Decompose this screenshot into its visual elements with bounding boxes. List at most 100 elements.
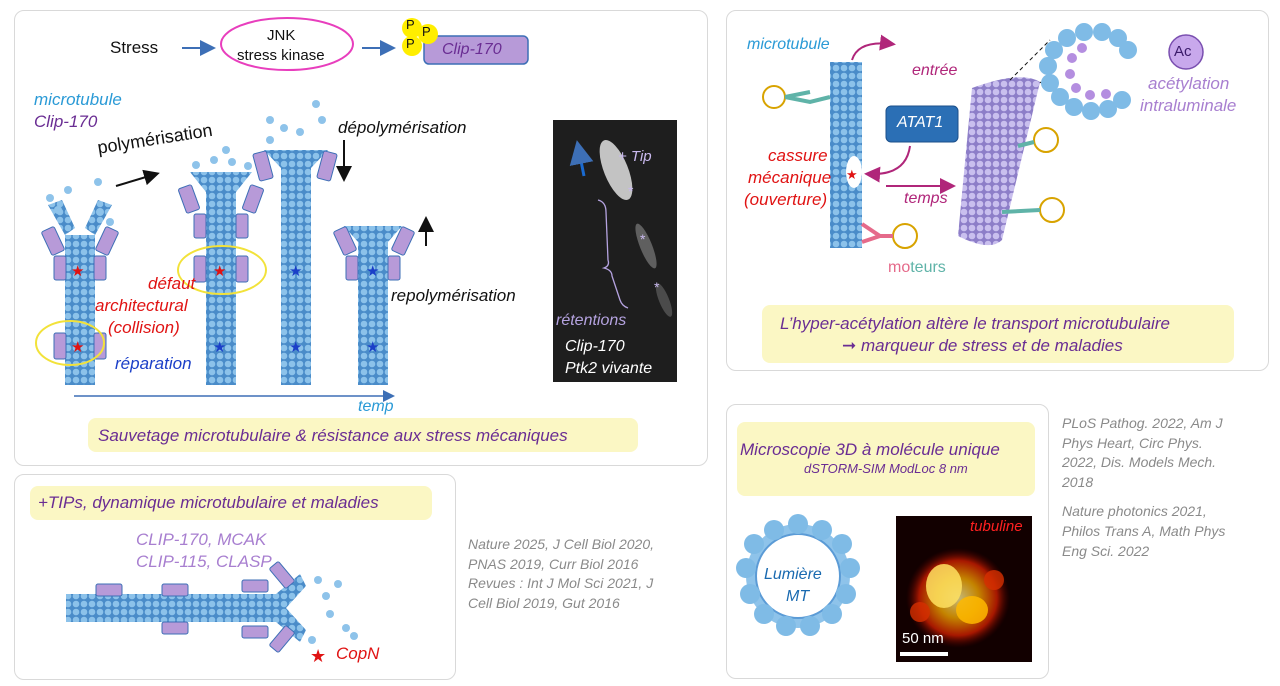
clip170-image-label: Clip-170	[565, 338, 625, 355]
atat1-box	[885, 105, 959, 143]
ref-line: Phys Heart, Circ Phys.	[1062, 434, 1203, 451]
legend-clip170: Clip-170	[34, 112, 98, 131]
ref-line: Cell Biol 2019, Gut 2016	[468, 594, 620, 611]
ref-line: 2022, Dis. Models Mech.	[1062, 454, 1217, 471]
atat1-label: ATAT1	[897, 114, 944, 131]
ref-line: 2018	[1062, 473, 1094, 490]
copn-star: ★	[310, 646, 326, 666]
moteurs-label: moteurs	[888, 259, 946, 277]
legend-microtubule: microtubule	[34, 90, 122, 109]
jnk-label: JNK	[267, 27, 296, 44]
arrow-entree	[851, 34, 896, 61]
repair-star: ★	[366, 339, 379, 356]
depolymerisation-label: dépolymérisation	[338, 118, 467, 137]
clip170-live-image: * * *	[553, 120, 677, 382]
scale-bar-label: 50 nm	[902, 630, 944, 647]
stress-kinase-label: stress kinase	[237, 47, 325, 64]
ref-line: Nature 2025, J Cell Biol 2020,	[468, 536, 654, 552]
ac-label: Ac	[1174, 43, 1192, 60]
reparation-label: réparation	[115, 354, 192, 373]
tips-line1: CLIP-170, MCAK	[136, 530, 267, 549]
lumiere-ring	[746, 524, 850, 628]
tip-label: + Tip	[618, 148, 652, 165]
repolymerisation-label: repolymérisation	[391, 286, 516, 305]
acetylation-label: acétylation	[1148, 74, 1230, 93]
retentions-label: rétentions	[556, 312, 627, 329]
jnk-ellipse	[220, 17, 354, 71]
highlight-ellipse	[35, 320, 105, 366]
title-box-microscopy	[737, 422, 1035, 496]
stress-label: Stress	[110, 38, 159, 57]
acetylation-microtubule: ★	[762, 62, 918, 249]
acetylation-caption-line1: L’hyper-acétylation altère le transport …	[780, 314, 1170, 333]
ref-line: Nature photonics 2021,	[1062, 503, 1207, 520]
mecanique-label: mécanique	[748, 168, 832, 187]
microscopy-subtitle: dSTORM-SIM ModLoc 8 nm	[804, 461, 968, 476]
phospho-label: P	[406, 36, 415, 51]
repair-star: ★	[289, 263, 302, 280]
svg-text:*: *	[654, 279, 660, 295]
cassure-label: cassure	[768, 146, 828, 165]
repair-star: ★	[213, 339, 226, 356]
ref-line: PNAS 2019, Curr Biol 2016	[468, 555, 639, 572]
time-label: temp	[358, 398, 394, 415]
intraluminale-label: intraluminale	[1140, 96, 1237, 115]
defect-star: ★	[213, 263, 226, 280]
svg-text:★: ★	[846, 167, 858, 182]
caption-box-acetylation	[762, 305, 1234, 363]
phospho-label: P	[422, 24, 431, 39]
architectural-label: architectural	[95, 296, 188, 315]
collision-label: (collision)	[108, 318, 180, 337]
repair-star: ★	[289, 339, 302, 356]
acetylation-caption-line2: ➞ marqueur de stress et de maladies	[842, 336, 1123, 355]
clip170-label: Clip-170	[442, 41, 502, 58]
defect-star: ★	[71, 263, 84, 280]
ref-line: Philos Trans A, Math Phys	[1062, 522, 1226, 539]
cross-section-ring	[1039, 23, 1137, 120]
phospho-circle	[402, 36, 422, 56]
ref-line: Eng Sci. 2022	[1062, 542, 1150, 559]
ref-line: PLoS Pathog. 2022, Am J	[1062, 415, 1223, 431]
arrow-polymerisation	[115, 169, 160, 187]
tips-microtubule	[66, 561, 358, 653]
clip170-box	[423, 35, 529, 65]
svg-text:*: *	[640, 231, 646, 247]
ref-spacer	[1062, 492, 1225, 502]
microtubule-4	[333, 226, 415, 385]
moteurs-part-teurs: teurs	[910, 259, 946, 276]
microtubule-1	[41, 178, 119, 385]
title-box-tips	[30, 486, 432, 520]
caption-box-rescue	[88, 418, 638, 452]
highlight-ellipse	[177, 245, 267, 295]
rescue-caption: Sauvetage microtubulaire & résistance au…	[98, 426, 568, 445]
repair-star: ★	[366, 263, 379, 280]
microtubule-2	[178, 146, 264, 385]
ouverture-label: (ouverture)	[744, 190, 828, 209]
phospho-circle	[402, 18, 422, 38]
phospho-circle	[418, 24, 438, 44]
acetylated-microtubule	[958, 77, 1040, 246]
ptk2-image-label: Ptk2 vivante	[565, 360, 653, 377]
acet-microtubule-label: microtubule	[747, 36, 830, 53]
ref-line: Revues : Int J Mol Sci 2021, J	[468, 575, 654, 592]
tubuline-label: tubuline	[970, 518, 1023, 535]
microtubule-3	[252, 100, 338, 385]
defect-star: ★	[71, 339, 84, 356]
dstorm-tubulin-image	[896, 516, 1032, 662]
lumiere-label: Lumière	[764, 566, 822, 583]
temps-label: temps	[904, 190, 948, 207]
microscopy-title: Microscopie 3D à molécule unique	[740, 440, 1000, 459]
defaut-label: défaut	[148, 274, 196, 293]
tips-line2: CLIP-115, CLASP	[136, 552, 272, 571]
svg-text:*: *	[628, 183, 634, 199]
ac-circle	[1168, 34, 1204, 70]
references-microscopy: PLoS Pathog. 2022, Am J Phys Heart, Circ…	[1062, 414, 1225, 561]
tips-title: +TIPs, dynamique microtubulaire et malad…	[38, 493, 379, 512]
entree-label: entrée	[912, 62, 958, 79]
references-tips: Nature 2025, J Cell Biol 2020, PNAS 2019…	[468, 535, 654, 613]
arrow-cassure	[864, 145, 911, 183]
copn-label: CopN	[336, 644, 380, 663]
moteurs-part-mo: mo	[888, 259, 911, 276]
phospho-label: P	[406, 17, 415, 32]
